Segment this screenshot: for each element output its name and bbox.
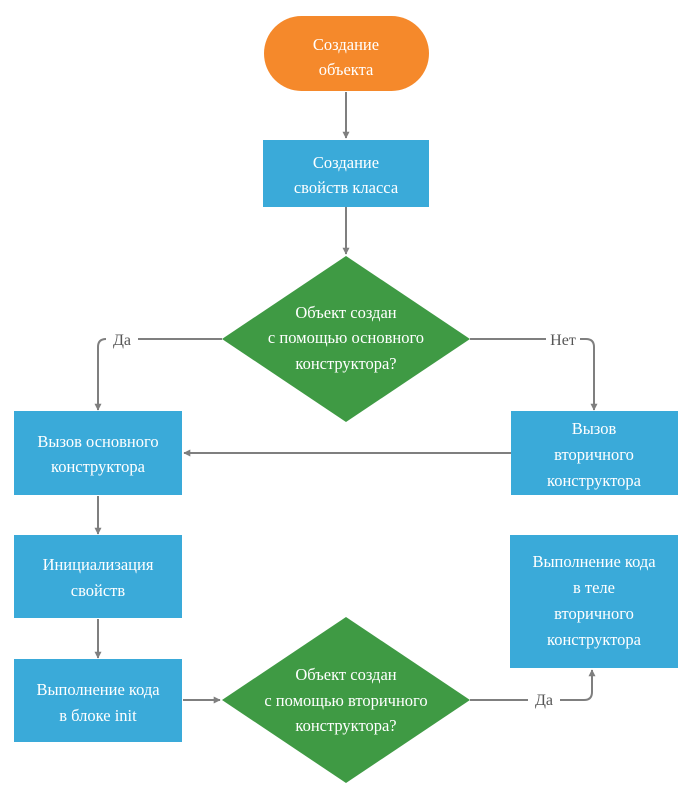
exec-init-label-line-2: в блоке init <box>59 706 137 725</box>
edges <box>94 92 598 704</box>
call-primary-label-line-2: конструктора <box>51 457 146 476</box>
decision-secondary-label-line-1: Объект создан <box>295 665 396 684</box>
create-props-label-line-1: Создание <box>313 153 379 172</box>
decision-primary-label-line-1: Объект создан <box>295 303 396 322</box>
init-props-label-line-1: Инициализация <box>43 555 154 574</box>
edge-decision-secondary-yes <box>470 669 596 701</box>
call-primary-shape <box>14 411 182 495</box>
edge-decision-primary-no <box>470 338 598 411</box>
exec-secondary-body-shape <box>510 535 678 668</box>
call-secondary-label-line-2: вторичного <box>554 445 634 464</box>
exec-init-label-line-1: Выполнение кода <box>36 680 160 699</box>
create-props-node: Создание свойств класса <box>263 140 429 207</box>
edge-label-bg <box>546 330 580 350</box>
start-shape <box>264 16 429 91</box>
edge-label-yes-primary: Да <box>113 332 131 349</box>
decision-primary-label-line-3: конструктора? <box>295 354 396 373</box>
exec-secondary-body-label-line-3: вторичного <box>554 604 634 623</box>
start-label-line-2: объекта <box>319 60 374 79</box>
exec-init-shape <box>14 659 182 742</box>
call-secondary-label-line-1: Вызов <box>572 419 617 438</box>
init-props-shape <box>14 535 182 618</box>
exec-secondary-body-label-line-4: конструктора <box>547 630 642 649</box>
decision-primary-shape <box>222 256 470 422</box>
call-primary-node: Вызов основного конструктора <box>14 411 182 495</box>
decision-secondary-label-line-3: конструктора? <box>295 716 396 735</box>
init-props-node: Инициализация свойств <box>14 535 182 618</box>
decision-secondary-label-line-2: с помощью вторичного <box>264 691 427 710</box>
exec-init-node: Выполнение кода в блоке init <box>14 659 182 742</box>
edge-label-bg <box>528 689 560 709</box>
exec-secondary-body-label-line-2: в теле <box>573 578 615 597</box>
edge-decision-primary-yes <box>94 338 222 411</box>
create-props-shape <box>263 140 429 207</box>
exec-secondary-body-node: Выполнение кода в теле вторичного констр… <box>510 535 678 668</box>
decision-secondary-shape <box>222 617 470 783</box>
call-primary-label-line-1: Вызов основного <box>37 432 158 451</box>
call-secondary-label-line-3: конструктора <box>547 471 642 490</box>
call-secondary-node: Вызов вторичного конструктора <box>511 411 678 495</box>
edge-label-yes-secondary: Да <box>535 692 553 709</box>
edge-label-bg <box>106 330 138 350</box>
edge-label-no-primary: Нет <box>550 332 576 349</box>
exec-secondary-body-label-line-1: Выполнение кода <box>532 552 656 571</box>
start-label-line-1: Создание <box>313 35 379 54</box>
start-node: Создание объекта <box>264 16 429 91</box>
decision-secondary-node: Объект создан с помощью вторичного конст… <box>222 617 470 783</box>
decision-primary-node: Объект создан с помощью основного констр… <box>222 256 470 422</box>
call-secondary-shape <box>511 411 678 495</box>
decision-primary-label-line-2: с помощью основного <box>268 328 424 347</box>
init-props-label-line-2: свойств <box>71 581 126 600</box>
create-props-label-line-2: свойств класса <box>294 178 399 197</box>
